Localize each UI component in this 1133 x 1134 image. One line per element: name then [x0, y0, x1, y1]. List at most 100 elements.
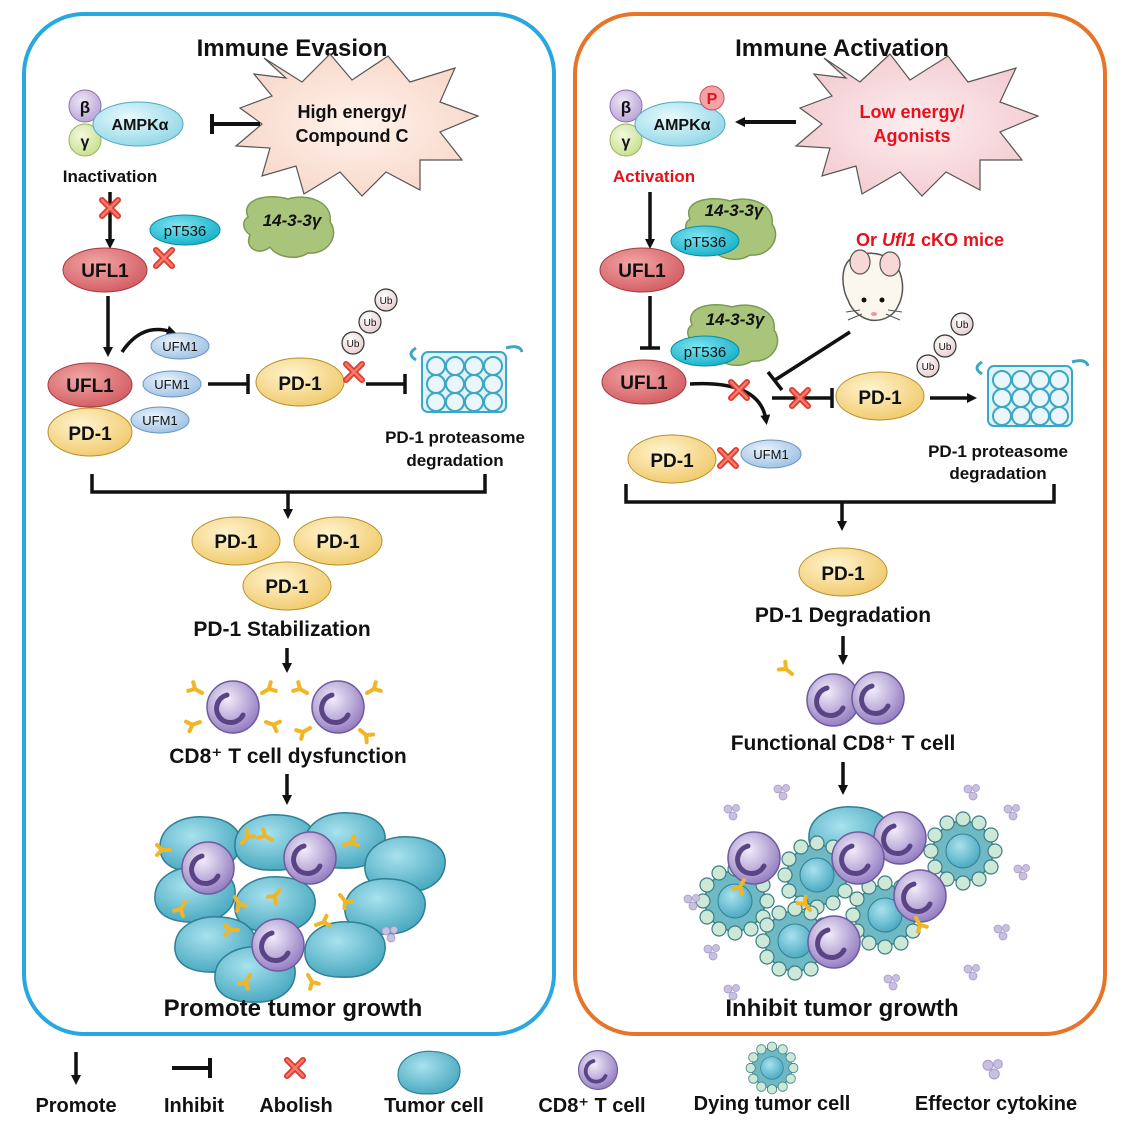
left-ufm1-2-label: UFM1	[154, 377, 189, 392]
right-ufl1-mid-label: UFL1	[620, 373, 668, 394]
right-panel-frame	[573, 12, 1107, 1036]
left-14-3-3-label: 14-3-3γ	[263, 211, 323, 230]
left-inhibit-ampk	[210, 114, 260, 134]
left-inhibit-proteasome	[366, 374, 407, 394]
right-tumor-killing	[683, 784, 1030, 1001]
left-degradation-1: PD-1 proteasome	[385, 428, 525, 447]
svg-text:Ub: Ub	[939, 342, 952, 353]
svg-text:Ub: Ub	[380, 296, 393, 307]
left-tumor-mass	[154, 812, 446, 1003]
red-x-icon	[287, 1060, 303, 1076]
ampk-gamma-subunit	[68, 123, 102, 157]
ampk-beta-subunit	[609, 89, 643, 123]
abolish-x-icon	[720, 450, 736, 466]
left-ub-chain: Ub Ub Ub	[341, 288, 398, 355]
left-signal-text-1: High energy/	[297, 102, 406, 122]
right-ub-chain: Ub Ub Ub	[916, 312, 974, 378]
left-ufl1-top-label: UFL1	[81, 261, 129, 282]
left-ampk-complex: β γ AMPKα	[68, 89, 184, 157]
left-pd1-stable-1-label: PD-1	[214, 532, 258, 553]
right-signal-text-1: Low energy/	[859, 102, 964, 122]
right-functional-t-cells	[776, 659, 904, 726]
right-pt536-label-mid: pT536	[684, 344, 727, 361]
left-inhibit-pd1	[208, 374, 250, 394]
right-pd1-degraded-label: PD-1	[821, 564, 865, 585]
right-degradation-1: PD-1 proteasome	[928, 442, 1068, 461]
right-pt536-label-top: pT536	[684, 234, 727, 251]
legend-effector-cytokine: Effector cytokine	[915, 1093, 1077, 1115]
left-tcell-label: CD8⁺ T cell dysfunction	[169, 745, 406, 768]
left-dysfunctional-t-cells	[184, 681, 383, 745]
right-degradation-2: degradation	[949, 464, 1046, 483]
right-ufl1-mid	[601, 359, 687, 405]
right-degradation-label: PD-1 Degradation	[755, 604, 931, 627]
right-mice-label: Or Ufl1 cKO mice	[856, 230, 1004, 250]
ampk-gamma-label: γ	[622, 134, 631, 151]
right-bracket	[624, 484, 1056, 504]
left-ufl1-top	[62, 247, 148, 293]
right-signal-text-2: Agonists	[873, 126, 950, 146]
left-pd1-stable-1	[191, 516, 281, 566]
left-pt536	[149, 214, 221, 246]
svg-text:Ub: Ub	[347, 339, 360, 350]
left-degradation-2: degradation	[406, 451, 503, 470]
right-pd1-degraded	[798, 547, 888, 597]
mouse-icon	[842, 249, 904, 322]
legend-inhibit: Inhibit	[164, 1095, 224, 1117]
abolish-x-icon	[156, 250, 172, 266]
left-ufm1-1-label: UFM1	[162, 339, 197, 354]
ampk-alpha-subunit	[634, 101, 726, 147]
legend-t-cell: CD8⁺ T cell	[538, 1095, 645, 1117]
left-panel-frame	[22, 12, 556, 1036]
svg-text:Ub: Ub	[364, 318, 377, 329]
right-pd1-ufm-label: PD-1	[650, 451, 694, 472]
phospho-label: P	[707, 91, 718, 108]
left-ufm1-3-label: UFM1	[142, 413, 177, 428]
ampk-gamma-subunit	[609, 123, 643, 157]
right-ampk-complex: P β γ AMPKα	[609, 85, 726, 157]
left-pd1-stable-3	[242, 561, 332, 611]
right-ufl1-top	[599, 247, 685, 293]
right-signal-starburst	[794, 53, 1040, 197]
ampk-gamma-label: γ	[81, 134, 90, 151]
ampk-alpha-label: AMPKα	[654, 117, 711, 134]
left-stabilization-label: PD-1 Stabilization	[193, 618, 370, 641]
abolish-x-icon	[346, 364, 362, 380]
right-mouse-inhibit	[766, 330, 851, 392]
ampk-alpha-subunit	[92, 101, 184, 147]
left-pd1-stable-2-label: PD-1	[316, 532, 360, 553]
right-pd1-free	[835, 371, 925, 421]
svg-text:Ub: Ub	[922, 362, 935, 373]
right-pt536-mid	[670, 335, 740, 367]
right-curved-arrow-ufm	[689, 381, 771, 425]
right-ufl1-top-label: UFL1	[618, 261, 666, 282]
left-pd1-complex-label: PD-1	[68, 424, 112, 445]
left-bracket	[90, 474, 487, 494]
left-ufl1-complex	[47, 362, 133, 408]
left-pt536-label: pT536	[164, 223, 207, 240]
left-pd1-complex	[47, 407, 133, 457]
t-cell-icon	[576, 1048, 620, 1092]
right-14-3-3-label-top: 14-3-3γ	[705, 201, 765, 220]
left-signal-text-2: Compound C	[296, 126, 409, 146]
left-pd1-stable-3-label: PD-1	[265, 577, 309, 598]
svg-text:Ub: Ub	[956, 320, 969, 331]
legend: Promote Inhibit Abolish Tumor cell CD8⁺ …	[35, 1041, 1077, 1117]
left-ufm1-2	[142, 370, 202, 398]
right-tcell-label: Functional CD8⁺ T cell	[731, 732, 956, 755]
legend-tumor-cell: Tumor cell	[384, 1095, 484, 1117]
left-proteasome-icon	[409, 345, 524, 414]
cytokine-icon	[982, 1059, 1003, 1080]
right-14-3-3-label-mid: 14-3-3γ	[706, 310, 766, 329]
left-outcome: Promote tumor growth	[164, 995, 423, 1022]
tumor-cell-icon	[397, 1050, 461, 1095]
right-pd1-ufm	[627, 434, 717, 484]
left-ufl1-complex-label: UFL1	[66, 376, 114, 397]
legend-dying-tumor-cell: Dying tumor cell	[694, 1093, 851, 1115]
right-ufm1-label: UFM1	[753, 447, 788, 462]
right-inhibit-ufl1	[640, 296, 660, 350]
left-signal-starburst	[234, 53, 480, 197]
ampk-beta-label: β	[621, 98, 631, 117]
right-proteasome-icon	[975, 359, 1090, 428]
left-panel-title: Immune Evasion	[197, 35, 388, 62]
